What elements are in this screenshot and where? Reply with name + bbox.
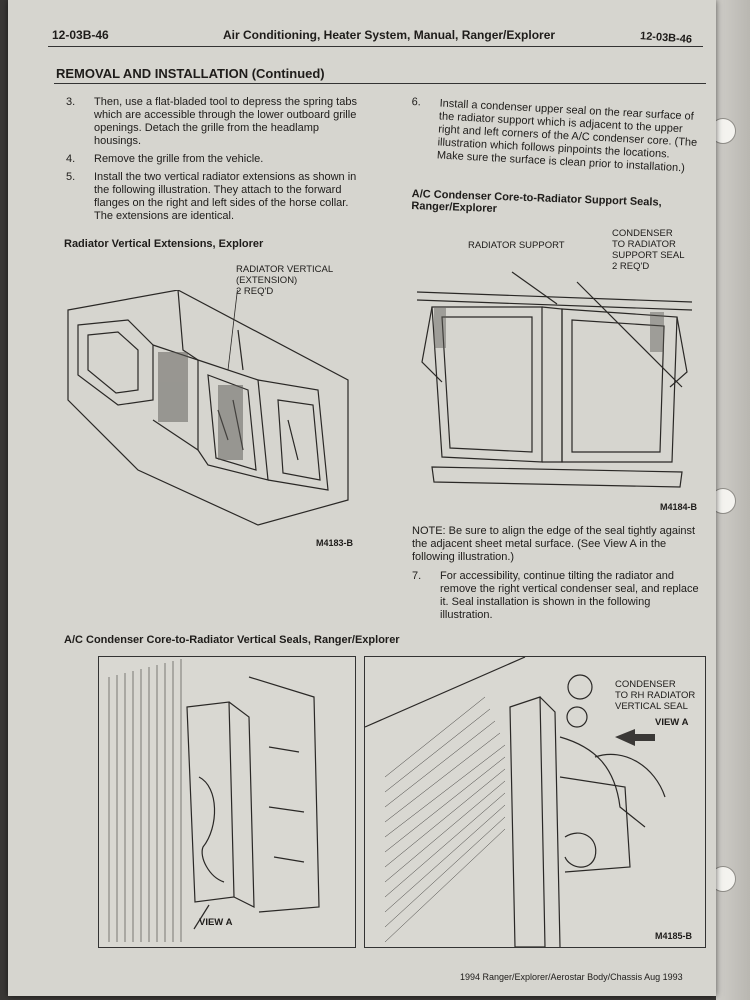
figure1-title: Radiator Vertical Extensions, Explorer (64, 238, 264, 250)
step-number: 6. (411, 96, 422, 109)
figure3-id: M4185-B (655, 931, 693, 941)
callout-line: 2 REQ'D (236, 286, 274, 297)
callout-line: 2 REQ'D (612, 261, 650, 272)
callout-line: TO RH RADIATOR (615, 690, 696, 701)
steps-left-column: 3. Then, use a flat-bladed tool to depre… (66, 96, 366, 228)
section-title: REMOVAL AND INSTALLATION (Continued) (56, 66, 325, 81)
step-text: Then, use a flat-bladed tool to depress … (94, 96, 357, 147)
callout-line: RADIATOR VERTICAL (236, 264, 334, 275)
figure2-radiator-support-drawing (416, 271, 693, 488)
figure3-callout: CONDENSER TO RH RADIATOR VERTICAL SEAL (615, 679, 695, 712)
callout-line: CONDENSER (615, 679, 676, 690)
callout-line: CONDENSER (612, 228, 673, 239)
callout-line: SUPPORT SEAL (612, 250, 685, 261)
figure3-left-panel: VIEW A (98, 656, 356, 948)
step-7: 7. For accessibility, continue tilting t… (412, 570, 702, 622)
view-a-label-left: VIEW A (199, 917, 233, 928)
figure1-radiator-extension-drawing (67, 290, 349, 526)
section-rule (54, 83, 706, 84)
step-number: 4. (66, 153, 76, 165)
page-header: 12-03B-46 Air Conditioning, Heater Syste… (48, 26, 703, 47)
step-number: 7. (412, 570, 422, 582)
step-3: 3. Then, use a flat-bladed tool to depre… (66, 96, 366, 148)
steps-right-column: 6. Install a condenser upper seal on the… (408, 96, 701, 181)
figure2-id: M4184-B (660, 502, 698, 512)
figure2-title: A/C Condenser Core-to-Radiator Support S… (411, 188, 702, 222)
callout-line: (EXTENSION) (236, 275, 298, 286)
page-footer: 1994 Ranger/Explorer/Aerostar Body/Chass… (460, 972, 683, 982)
manual-page: 12-03B-46 Air Conditioning, Heater Syste… (8, 0, 716, 996)
header-title: Air Conditioning, Heater System, Manual,… (223, 28, 556, 42)
figure1-callout: RADIATOR VERTICAL (EXTENSION) 2 REQ'D (236, 264, 333, 297)
step-text: Install a condenser upper seal on the re… (436, 97, 698, 175)
note-text: NOTE: Be sure to align the edge of the s… (412, 525, 696, 563)
page-ref-right: 12-03B-46 (639, 30, 693, 46)
page-ref-left: 12-03B-46 (52, 28, 109, 42)
step-number: 5. (66, 171, 76, 183)
step-4: 4. Remove the grille from the vehicle. (66, 153, 366, 166)
figure3-title: A/C Condenser Core-to-Radiator Vertical … (64, 634, 400, 646)
step-5: 5. Install the two vertical radiator ext… (66, 171, 366, 223)
figure2-callout-support: RADIATOR SUPPORT (468, 240, 565, 251)
figure3-right-panel: CONDENSER TO RH RADIATOR VERTICAL SEAL V… (364, 656, 706, 948)
callout-line: TO RADIATOR (612, 239, 676, 250)
figure2-callout-seal: CONDENSER TO RADIATOR SUPPORT SEAL 2 REQ… (612, 228, 685, 272)
step-text: For accessibility, continue tilting the … (440, 570, 699, 621)
figure1-id: M4183-B (316, 538, 354, 548)
step-text: Install the two vertical radiator extens… (94, 171, 357, 222)
step-text: Remove the grille from the vehicle. (94, 153, 264, 165)
condenser-seal-drawing (365, 657, 666, 947)
callout-line: VERTICAL SEAL (615, 701, 688, 712)
view-a-label-right: VIEW A (655, 717, 689, 728)
condenser-core-drawing (108, 659, 320, 942)
step-number: 3. (66, 96, 76, 108)
step-6: 6. Install a condenser upper seal on the… (409, 96, 702, 176)
